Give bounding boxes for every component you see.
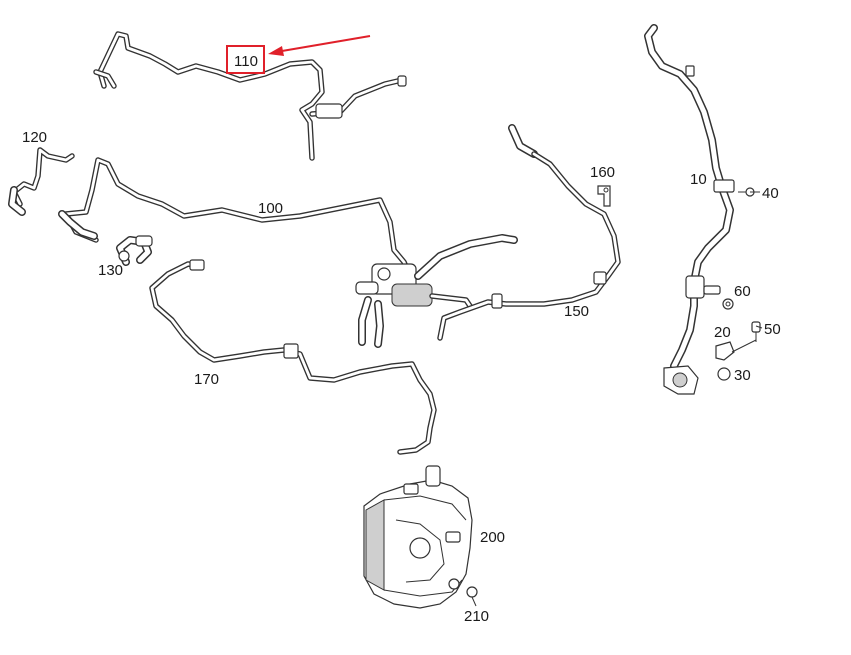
callout-50[interactable]: 50: [764, 321, 781, 338]
callout-130[interactable]: 130: [98, 262, 123, 279]
callout-100[interactable]: 100: [258, 200, 283, 217]
bracket-160[interactable]: [597, 185, 611, 207]
pipe-150[interactable]: [437, 124, 621, 341]
callout-170[interactable]: 170: [194, 371, 219, 388]
callout-160[interactable]: 160: [590, 164, 615, 181]
bolt-210[interactable]: [466, 586, 478, 607]
highlight-arrowhead: [268, 46, 284, 56]
callout-200[interactable]: 200: [480, 529, 505, 546]
callout-40[interactable]: 40: [762, 185, 779, 202]
pipe-10[interactable]: [644, 24, 735, 395]
pipe-110[interactable]: [93, 31, 407, 161]
pipe-170[interactable]: [149, 259, 437, 455]
callout-30[interactable]: 30: [734, 367, 751, 384]
sensor-50[interactable]: [751, 321, 761, 342]
bolt-60[interactable]: [722, 298, 734, 310]
leader-lines: [750, 191, 763, 329]
callout-120[interactable]: 120: [22, 129, 47, 146]
callout-60[interactable]: 60: [734, 283, 751, 300]
module-200[interactable]: [363, 465, 473, 609]
callout-110[interactable]: 110: [234, 53, 258, 70]
seal-30[interactable]: [717, 367, 731, 381]
highlight-box: [226, 45, 265, 74]
callout-210[interactable]: 210: [464, 608, 489, 625]
highlight-110: [226, 35, 371, 74]
callout-150[interactable]: 150: [564, 303, 589, 320]
callout-10[interactable]: 10: [690, 171, 707, 188]
valve-assembly[interactable]: [355, 234, 518, 348]
hose-130[interactable]: [116, 235, 153, 266]
bolt-40[interactable]: [738, 187, 755, 197]
pipe-120[interactable]: [8, 147, 75, 216]
callout-20[interactable]: 20: [714, 324, 731, 341]
pipe-100[interactable]: [58, 157, 413, 279]
cover-20[interactable]: [715, 339, 757, 361]
highlight-arrow: [281, 35, 371, 52]
